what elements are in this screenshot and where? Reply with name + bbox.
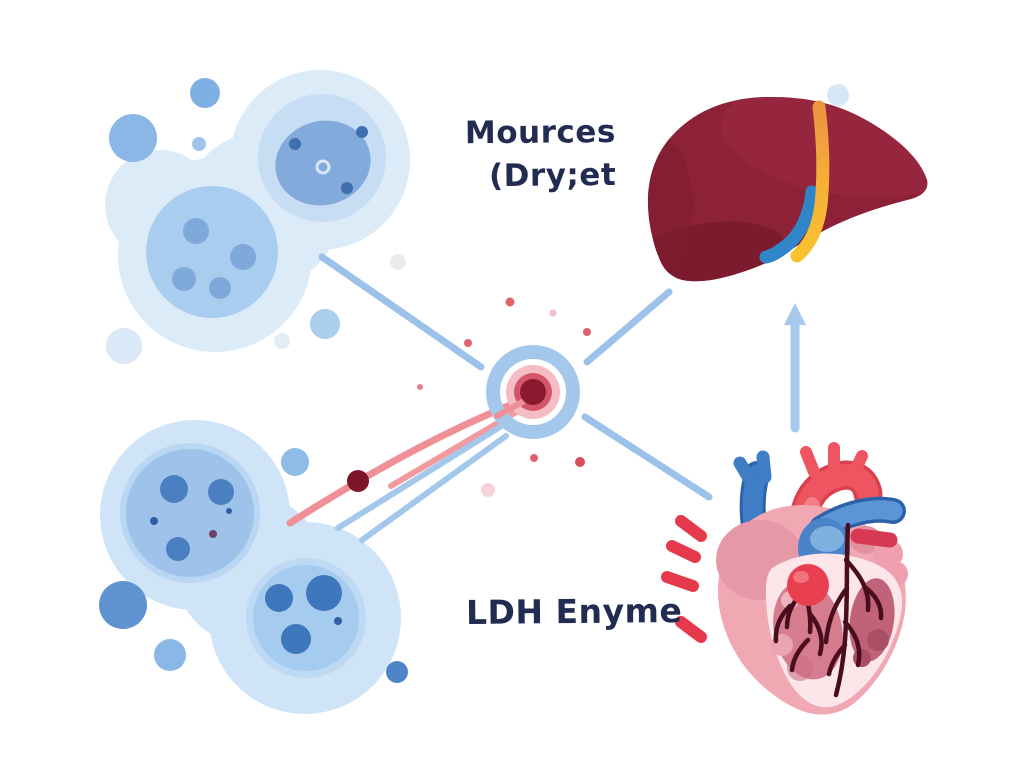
heart-illustration [716,442,908,715]
cell-cluster-lower-illustration [99,420,408,714]
vesicle-dot [190,78,220,108]
line-cells-to-target [318,253,485,371]
liver-illustration [647,84,928,282]
portal-vessel [759,185,819,264]
molecule-dot [347,470,369,492]
nucleolus-ring [315,159,331,175]
cell-b [258,94,386,222]
scatter-dots [390,254,591,497]
emphasis-marks [661,515,707,643]
line-pink-2 [388,408,521,489]
vesicle-dot [109,114,157,162]
heart-red-sphere [787,564,829,606]
cell-d [246,558,366,678]
sources-label-line2: (Dry;et [488,156,617,194]
up-arrow [784,303,806,433]
connector-lines [286,253,713,543]
cell-cluster-upper-illustration [105,70,410,364]
cell-a [146,186,278,318]
line-blue-2 [359,433,509,543]
line-target-to-liver [583,288,673,366]
ldh-enzyme-label: LDH Enyme [465,591,683,632]
line-target-to-heart [581,413,713,501]
ldh-target-icon [486,345,580,439]
line-blue-1 [335,424,503,531]
sources-label-line1: Mources [464,113,616,152]
cell-c [120,443,260,583]
target-core [520,379,546,405]
bile-duct [790,100,830,263]
heart-red-vessel [850,528,898,548]
arrowhead-icon [784,303,806,325]
sources-label: Mources (Dry;et [380,111,617,199]
